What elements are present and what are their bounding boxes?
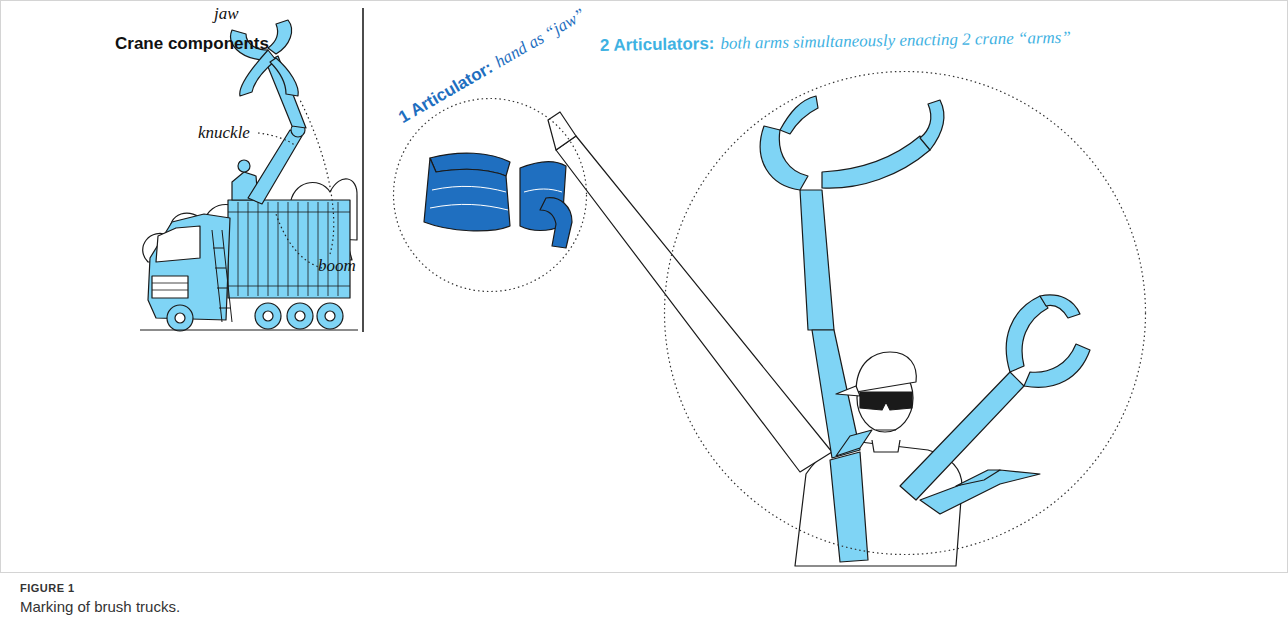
person-illustration	[548, 96, 1090, 566]
articulator-count: 2 Articulators:	[600, 34, 715, 55]
articulator-description: both arms simultaneously enacting 2 cran…	[720, 28, 1071, 53]
part-name: jaw	[214, 4, 239, 24]
hand-jaw	[424, 153, 572, 248]
articulator-heading: 2 Articulators:both arms simultaneously …	[600, 28, 1071, 56]
panel-heading: Crane components	[115, 34, 269, 54]
figure-frame	[1, 1, 1288, 573]
part-name: knuckle	[198, 123, 250, 143]
figure-caption: Marking of brush trucks.	[20, 598, 180, 615]
part-name: boom	[318, 256, 356, 276]
articulator-heading: 1 Articulator:hand as “jaw”	[395, 4, 589, 127]
articulator-circle: 1 Articulator:hand as “jaw”	[392, 97, 588, 293]
articulator-count: 1 Articulator:	[395, 58, 496, 127]
figure-number: FIGURE 1	[20, 582, 75, 595]
articulator-description: hand as “jaw”	[492, 4, 589, 71]
dotted-circle	[663, 70, 1147, 556]
leader-line	[258, 100, 334, 268]
dotted-circle	[392, 97, 588, 293]
truck-illustration	[140, 20, 358, 331]
articulator-circle: 2 Articulators:both arms simultaneously …	[663, 70, 1147, 556]
panel-divider	[362, 8, 364, 332]
